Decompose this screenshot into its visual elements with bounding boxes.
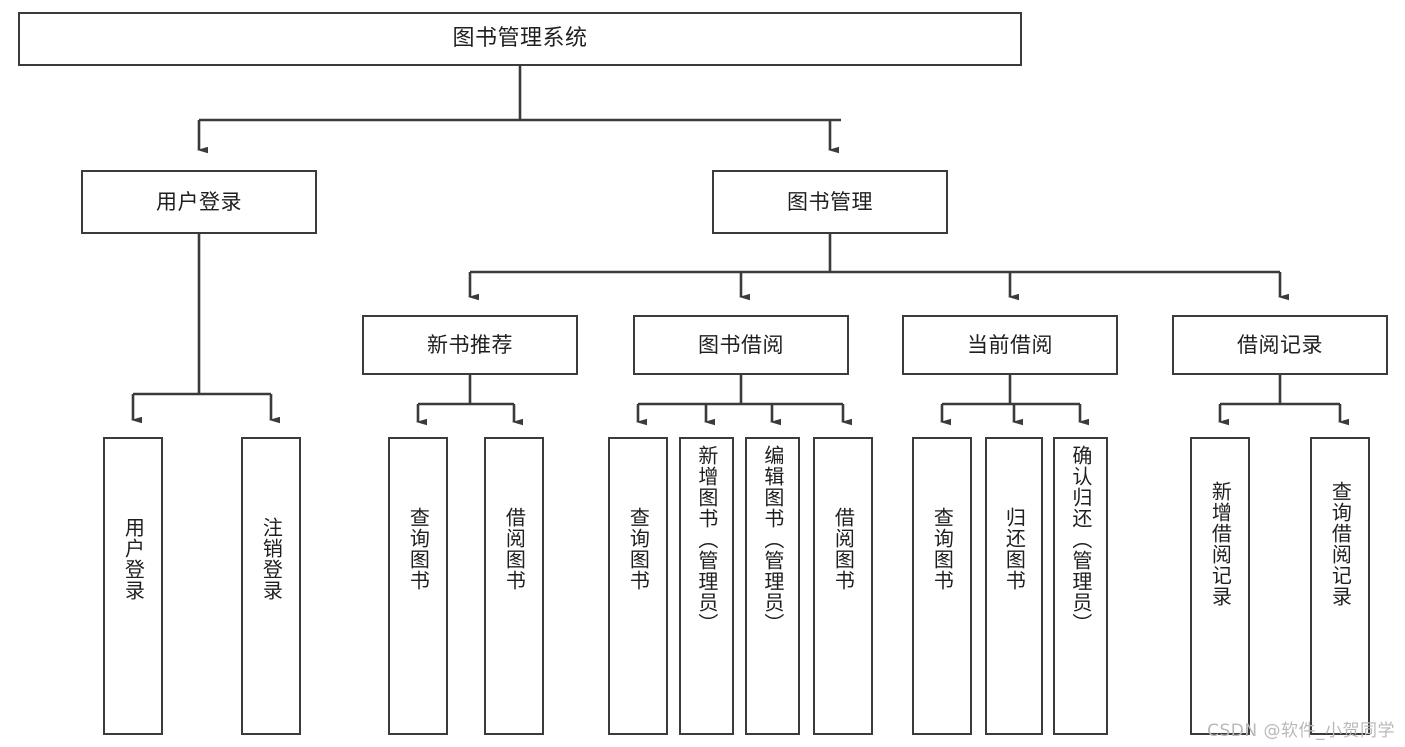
watermark: CSDN @软件_小贺同学 — [1207, 721, 1395, 741]
node-leaf-borrow-book-label: 借阅图书 — [831, 507, 856, 591]
node-leaf-edit-book-label: 编辑图书（管理员） — [760, 445, 785, 634]
node-leaf-borrow-book-rec-label: 借阅图书 — [502, 507, 527, 591]
node-user-login[interactable]: 用户登录 — [81, 170, 317, 234]
node-new-book-rec[interactable]: 新书推荐 — [362, 315, 578, 375]
node-current-borrow[interactable]: 当前借阅 — [902, 315, 1118, 375]
node-borrow-record-label: 借阅记录 — [1237, 332, 1323, 357]
node-leaf-query-book-borrow-label: 查询图书 — [626, 507, 651, 591]
node-current-borrow-label: 当前借阅 — [967, 332, 1053, 357]
node-leaf-add-borrow-record[interactable]: 新增借阅记录 — [1190, 437, 1250, 735]
node-leaf-borrow-book[interactable]: 借阅图书 — [813, 437, 873, 735]
node-leaf-confirm-return-label: 确认归还（管理员） — [1068, 445, 1093, 634]
node-root[interactable]: 图书管理系统 — [18, 12, 1022, 66]
node-leaf-edit-book[interactable]: 编辑图书（管理员） — [745, 437, 800, 735]
node-new-book-rec-label: 新书推荐 — [427, 332, 513, 357]
node-leaf-query-book-current-label: 查询图书 — [930, 507, 955, 591]
node-leaf-add-book-label: 新增图书（管理员） — [694, 445, 719, 634]
node-book-borrow[interactable]: 图书借阅 — [633, 315, 849, 375]
node-leaf-user-login[interactable]: 用户登录 — [103, 437, 163, 735]
node-leaf-query-book-borrow[interactable]: 查询图书 — [608, 437, 668, 735]
node-root-label: 图书管理系统 — [452, 25, 588, 51]
node-leaf-user-logout-label: 注销登录 — [259, 517, 284, 601]
node-leaf-user-login-label: 用户登录 — [121, 517, 146, 601]
node-leaf-query-book-rec-label: 查询图书 — [406, 507, 431, 591]
node-leaf-borrow-book-rec[interactable]: 借阅图书 — [484, 437, 544, 735]
node-borrow-record[interactable]: 借阅记录 — [1172, 315, 1388, 375]
node-leaf-query-borrow-record-label: 查询借阅记录 — [1328, 481, 1353, 607]
node-book-manage[interactable]: 图书管理 — [712, 170, 948, 234]
node-leaf-add-borrow-record-label: 新增借阅记录 — [1208, 481, 1233, 607]
node-leaf-user-logout[interactable]: 注销登录 — [241, 437, 301, 735]
node-leaf-confirm-return[interactable]: 确认归还（管理员） — [1053, 437, 1108, 735]
node-book-manage-label: 图书管理 — [787, 189, 873, 214]
node-leaf-query-borrow-record[interactable]: 查询借阅记录 — [1310, 437, 1370, 735]
node-leaf-query-book-rec[interactable]: 查询图书 — [388, 437, 448, 735]
node-leaf-return-book[interactable]: 归还图书 — [985, 437, 1043, 735]
node-user-login-label: 用户登录 — [156, 189, 242, 214]
node-leaf-return-book-label: 归还图书 — [1002, 507, 1027, 591]
node-book-borrow-label: 图书借阅 — [698, 332, 784, 357]
node-leaf-add-book[interactable]: 新增图书（管理员） — [679, 437, 734, 735]
node-leaf-query-book-current[interactable]: 查询图书 — [912, 437, 972, 735]
